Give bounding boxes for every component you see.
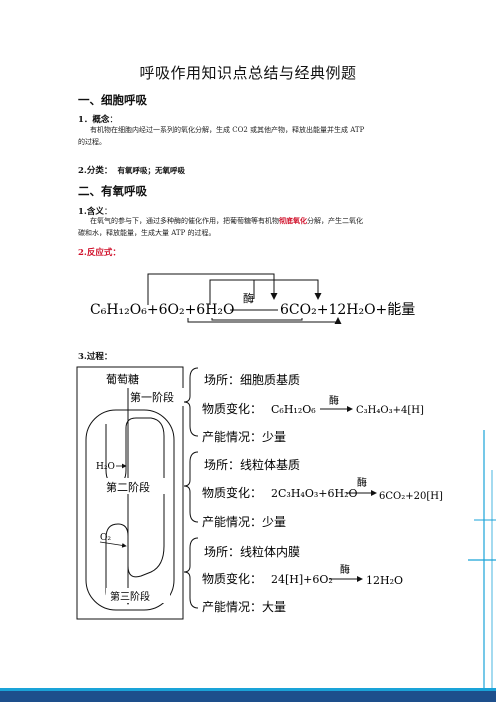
stage-3-energy: 产能情况：大量 — [202, 600, 286, 614]
stage-2-place: 场所：线粒体基质 — [204, 457, 300, 472]
stage-3-change-label: 物质变化： — [202, 571, 262, 586]
page-decoration — [468, 430, 496, 702]
stage-3-enzyme: 酶 — [340, 563, 350, 576]
mitochondrion-inner-membrane — [105, 417, 165, 603]
meaning-label: 1.含义： — [78, 207, 113, 217]
meaning-line-2: 碳和水，释放能量，生成大量 ATP 的过程。 — [78, 229, 216, 237]
stage-1-label: 第一阶段 — [130, 390, 174, 404]
stage-2-reactant: 2C₃H₄O₃+6H₂O — [271, 487, 358, 500]
oxygen-label: O₂ — [100, 533, 111, 543]
stage-3-reactant: 24[H]+6O₂ — [271, 573, 333, 586]
equation-enzyme: 酶 — [243, 292, 254, 305]
stage-2-product: 6CO₂+20[H] — [379, 491, 443, 502]
stage-2-enzyme: 酶 — [357, 476, 367, 489]
stage-2-change-label: 物质变化： — [202, 485, 262, 500]
aerobic-equation: 酶 C₆H₁₂O₆+6O₂+6H₂O 6CO₂+12H₂O+能量 — [90, 273, 415, 324]
stage-1-change-label: 物质变化： — [202, 401, 262, 416]
footer-bar — [0, 688, 496, 702]
stage-1-reactant: C₆H₁₂O₆ — [271, 403, 316, 416]
concept-line-2: 的过程。 — [78, 138, 106, 146]
process-label: 3.过程： — [78, 352, 113, 362]
reaction-label: 2.反应式： — [78, 248, 121, 258]
aerobic-process-diagram: 葡萄糖 第一阶段 H₂O 第二阶段 O₂ 第三阶段 场所：细胞质基质 物质变化：… — [76, 366, 443, 620]
water-label: H₂O — [96, 462, 115, 472]
stage-3-product: 12H₂O — [366, 574, 403, 587]
page-title: 呼吸作用知识点总结与经典例题 — [139, 64, 357, 82]
equation-reactants: C₆H₁₂O₆+6O₂+6H₂O — [90, 302, 235, 318]
section-heading-cell-respiration: 一、细胞呼吸 — [78, 93, 147, 107]
stage-2-energy: 产能情况：少量 — [202, 515, 286, 529]
highlight-complete-oxidation: 彻底氧化 — [279, 216, 307, 225]
glucose-label: 葡萄糖 — [106, 372, 139, 386]
stage-1-product: C₃H₄O₃+4[H] — [356, 405, 424, 416]
concept-line-1: 有机物在细胞内经过一系列的氧化分解，生成 CO2 或其他产物，释放出能量并生成 … — [90, 126, 365, 134]
stage-2-label: 第二阶段 — [106, 480, 150, 494]
equation-products: 6CO₂+12H₂O+能量 — [280, 302, 415, 318]
stage-3-label: 第三阶段 — [110, 590, 150, 603]
classification-label: 2.分类： — [78, 166, 113, 176]
classification-values: 有氧呼吸；无氧呼吸 — [117, 166, 185, 175]
section-heading-aerobic: 二、有氧呼吸 — [78, 184, 147, 198]
stage-3-place: 场所：线粒体内膜 — [204, 544, 300, 559]
stage-1-energy: 产能情况：少量 — [202, 430, 286, 444]
mitochondrion-outer-membrane — [85, 409, 175, 611]
stage-1-enzyme: 酶 — [329, 394, 339, 407]
classification-line: 2.分类： 有氧呼吸；无氧呼吸 — [78, 158, 185, 177]
concept-label: 1．概念： — [78, 115, 118, 125]
stage-1-place: 场所：细胞质基质 — [204, 373, 300, 387]
meaning-line-1: 在氧气的参与下，通过多种酶的催化作用，把葡萄糖等有机物彻底氧化分解，产生二氧化 — [90, 216, 363, 225]
